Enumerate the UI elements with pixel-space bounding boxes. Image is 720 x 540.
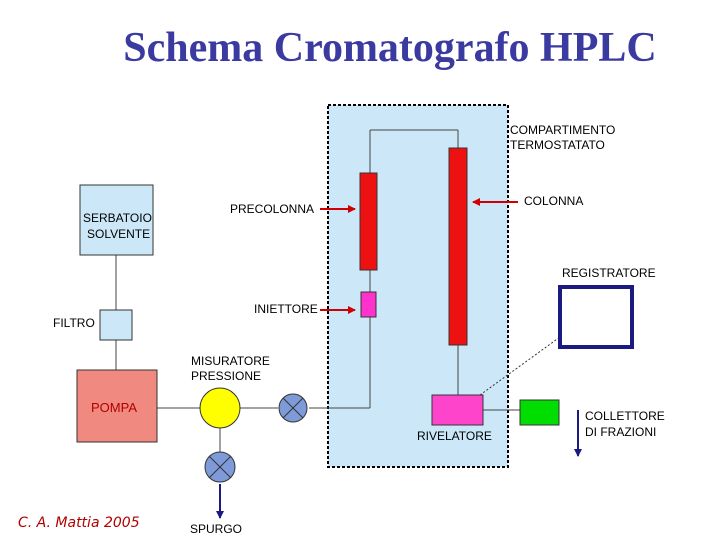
collettore-label-2: DI FRAZIONI [585, 425, 656, 439]
detector [431, 394, 484, 426]
serbatoio-label-1: SERBATOIO [83, 211, 152, 225]
column [448, 147, 468, 346]
pressure-gauge [199, 387, 241, 429]
pump [76, 369, 158, 443]
signal-line [479, 336, 561, 396]
precolonna-label: PRECOLONNA [230, 202, 314, 216]
injector [360, 291, 377, 318]
fraction-collector [519, 399, 560, 426]
pompa-label: POMPA [91, 400, 137, 415]
purge-valve-icon [204, 451, 236, 483]
registratore-label: REGISTRATORE [562, 266, 656, 280]
serbatoio-label-2: SOLVENTE [87, 227, 150, 241]
solvent-reservoir [79, 184, 154, 256]
compartimento-label-1: COMPARTIMENTO [510, 123, 615, 137]
author-signature: C. A. Mattia 2005 [18, 515, 140, 531]
colonna-label: COLONNA [524, 194, 583, 208]
compartimento-label-2: TERMOSTATATO [510, 138, 605, 152]
iniettore-label: INIETTORE [254, 302, 318, 316]
precolumn [359, 172, 378, 271]
recorder [558, 285, 634, 349]
spurgo-label: SPURGO [190, 522, 242, 536]
filtro-label: FILTRO [53, 316, 95, 330]
main-valve-icon [278, 393, 308, 423]
filter [99, 309, 133, 341]
page-title: Schema Cromatografo HPLC [123, 25, 657, 71]
misuratore-label-1: MISURATORE [191, 354, 270, 368]
rivelatore-label: RIVELATORE [417, 429, 492, 443]
collettore-label-1: COLLETTORE [585, 409, 665, 423]
misuratore-label-2: PRESSIONE [191, 369, 261, 383]
